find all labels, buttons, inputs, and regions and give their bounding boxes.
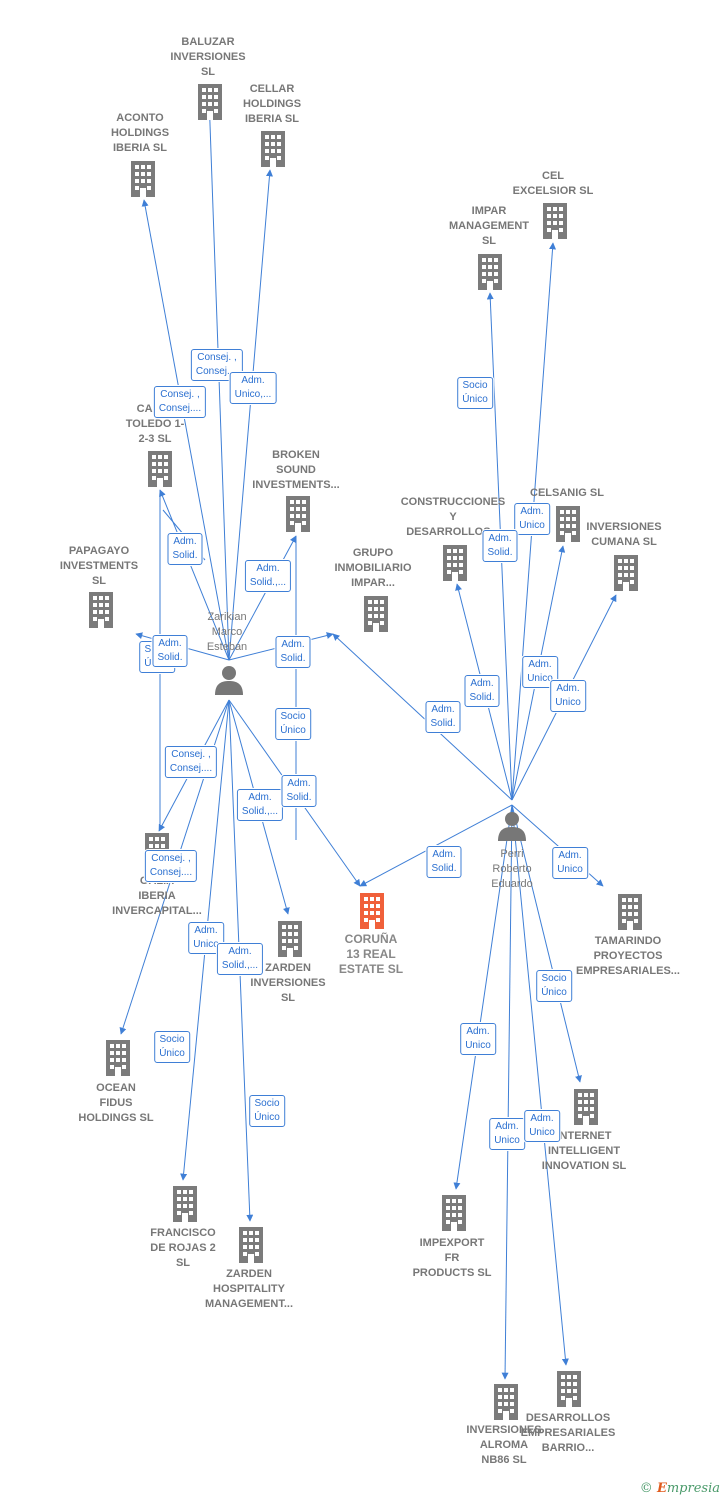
edge-perri-tamarindo [511, 804, 604, 887]
edge-relation-label[interactable]: Consej. , Consej.... [164, 746, 218, 778]
node-label-cellar[interactable]: CELLAR HOLDINGS IBERIA SL [242, 83, 302, 125]
edge-relation-label[interactable]: Adm. Solid.,... [244, 560, 292, 592]
node-label-zarikian[interactable]: Zarikian Marco Esteban [206, 611, 248, 653]
building-icon-francisco[interactable] [173, 1186, 197, 1222]
edge-relation-label[interactable]: Adm. Unico [550, 680, 586, 712]
edge-zarikian-calle_toledo [159, 489, 230, 661]
building-icon-impar_mgmt[interactable] [478, 254, 502, 290]
edge-relation-label[interactable]: Adm. Unico [489, 1118, 525, 1150]
node-label-ocean[interactable]: OCEAN FIDUS HOLDINGS SL [78, 1082, 154, 1124]
node-label-francisco[interactable]: FRANCISCO DE ROJAS 2 SL [150, 1227, 216, 1269]
node-label-construcciones[interactable]: CONSTRUCCIONES Y DESARROLLOS... [400, 496, 506, 538]
edge-relation-label[interactable]: Adm. Solid. [152, 635, 188, 667]
node-label-zarden_inv[interactable]: ZARDEN INVERSIONES SL [250, 962, 326, 1004]
node-label-cel_excelsior[interactable]: CEL EXCELSIOR SL [512, 170, 594, 197]
building-icon-tamarindo[interactable] [618, 894, 642, 930]
building-icon-calle_toledo[interactable] [148, 451, 172, 487]
building-icon-aconto[interactable] [131, 161, 155, 197]
edge-relation-label[interactable]: Socio Único [536, 970, 572, 1002]
edge-relation-label[interactable]: Adm. Solid. [482, 530, 518, 562]
building-icon-zarden_inv[interactable] [278, 921, 302, 957]
edge-relation-label[interactable]: Adm. Solid. [426, 846, 462, 878]
building-icon-coruna[interactable] [360, 893, 384, 929]
building-icon-celsanig[interactable] [556, 506, 580, 542]
edge-relation-label[interactable]: Adm. Unico [460, 1023, 496, 1055]
edge-relation-label[interactable]: Adm. Unico [524, 1110, 560, 1142]
building-icon-alroma[interactable] [494, 1384, 518, 1420]
edge-perri-impexport [453, 804, 513, 1190]
building-icon-impexport[interactable] [442, 1195, 466, 1231]
node-label-alroma[interactable]: INVERSIONES ALROMA NB86 SL [466, 1424, 542, 1466]
building-icon-cellar[interactable] [261, 131, 285, 167]
building-icon-cumana[interactable] [614, 555, 638, 591]
node-label-perri[interactable]: Perri Roberto Eduardo [491, 848, 533, 890]
edge-relation-label[interactable]: Adm. Unico [188, 922, 224, 954]
building-icon-papagayo[interactable] [89, 592, 113, 628]
edge-zarikian-broken [228, 535, 297, 661]
building-icon-construcciones[interactable] [443, 545, 467, 581]
edge-relation-label[interactable]: Adm. Solid. [464, 675, 500, 707]
edge-relation-label[interactable]: Adm. Unico [514, 503, 550, 535]
building-icon-internet[interactable] [574, 1089, 598, 1125]
edge-relation-label[interactable]: Consej. , Consej.... [153, 386, 207, 418]
building-icon-grupo[interactable] [364, 596, 388, 632]
building-icon-cel_excelsior[interactable] [543, 203, 567, 239]
copyright-glyph: © [639, 1481, 653, 1496]
edge-relation-label[interactable]: Socio Único [154, 1031, 190, 1063]
node-label-grupo[interactable]: GRUPO INMOBILIARIO IMPAR... [334, 547, 412, 589]
building-icon-broken[interactable] [286, 496, 310, 532]
node-label-papagayo[interactable]: PAPAGAYO INVESTMENTS SL [59, 545, 139, 587]
node-label-internet[interactable]: INTERNET INTELLIGENT INNOVATION SL [541, 1130, 627, 1172]
building-icon-desarrollos_barrio[interactable] [557, 1371, 581, 1407]
edge-perri-desarrollos_barrio [511, 804, 569, 1366]
edge-relation-label[interactable]: Adm. Solid.,... [216, 943, 264, 975]
building-icon-ocean[interactable] [106, 1040, 130, 1076]
edge-relation-label[interactable]: Socio Único [275, 708, 311, 740]
edge-perri-internet [511, 804, 582, 1083]
person-icon-zarikian[interactable] [215, 666, 243, 695]
building-icon-zarden_hosp[interactable] [239, 1227, 263, 1263]
edge-perri-grupo [332, 633, 513, 801]
edge-relation-label[interactable]: Socio Único [249, 1095, 285, 1127]
node-label-desarrollos_barrio[interactable]: DESARROLLOS EMPRESARIALES BARRIO... [520, 1412, 616, 1454]
node-label-tamarindo[interactable]: TAMARINDO PROYECTOS EMPRESARIALES... [576, 935, 680, 977]
node-label-cumana[interactable]: INVERSIONES CUMANA SL [586, 521, 662, 548]
edge-relation-label[interactable]: Adm. Unico,... [229, 372, 277, 404]
node-label-aconto[interactable]: ACONTO HOLDINGS IBERIA SL [110, 112, 170, 154]
building-icon-baluzar[interactable] [198, 84, 222, 120]
brand-mark: © Empresia [640, 1481, 720, 1496]
edge-zarikian-aconto [141, 199, 230, 661]
edge-relation-label[interactable]: Adm. Solid. [167, 533, 203, 565]
edge-zarikian-cellar [228, 169, 273, 661]
edge-relation-label[interactable]: Adm. Solid. [281, 775, 317, 807]
edge-relation-label[interactable]: Adm. Solid. [425, 701, 461, 733]
node-label-zarden_hosp[interactable]: ZARDEN HOSPITALITY MANAGEMENT... [205, 1268, 293, 1310]
brand-name: mpresia [666, 1481, 720, 1496]
edge-relation-label[interactable]: Consej. , Consej.... [144, 850, 198, 882]
node-label-coruna[interactable]: CORUÑA 13 REAL ESTATE SL [338, 932, 404, 976]
edge-relation-label[interactable]: Adm. Solid. [275, 636, 311, 668]
edge-relation-label[interactable]: Adm. Solid.,... [236, 789, 284, 821]
node-label-celsanig[interactable]: CELSANIG SL [530, 487, 604, 499]
node-label-broken[interactable]: BROKEN SOUND INVESTMENTS... [252, 449, 340, 491]
brand-initial: E [656, 1481, 667, 1496]
edge-perri-alroma [501, 804, 513, 1380]
edge-relation-label[interactable]: Adm. Unico [552, 847, 588, 879]
edge-relation-label[interactable]: Socio Único [457, 377, 493, 409]
node-label-baluzar[interactable]: BALUZAR INVERSIONES SL [170, 36, 246, 78]
node-label-impexport[interactable]: IMPEXPORT FR PRODUCTS SL [412, 1237, 492, 1279]
node-label-impar_mgmt[interactable]: IMPAR MANAGEMENT SL [448, 205, 530, 247]
edge-perri-coruna [359, 804, 513, 887]
